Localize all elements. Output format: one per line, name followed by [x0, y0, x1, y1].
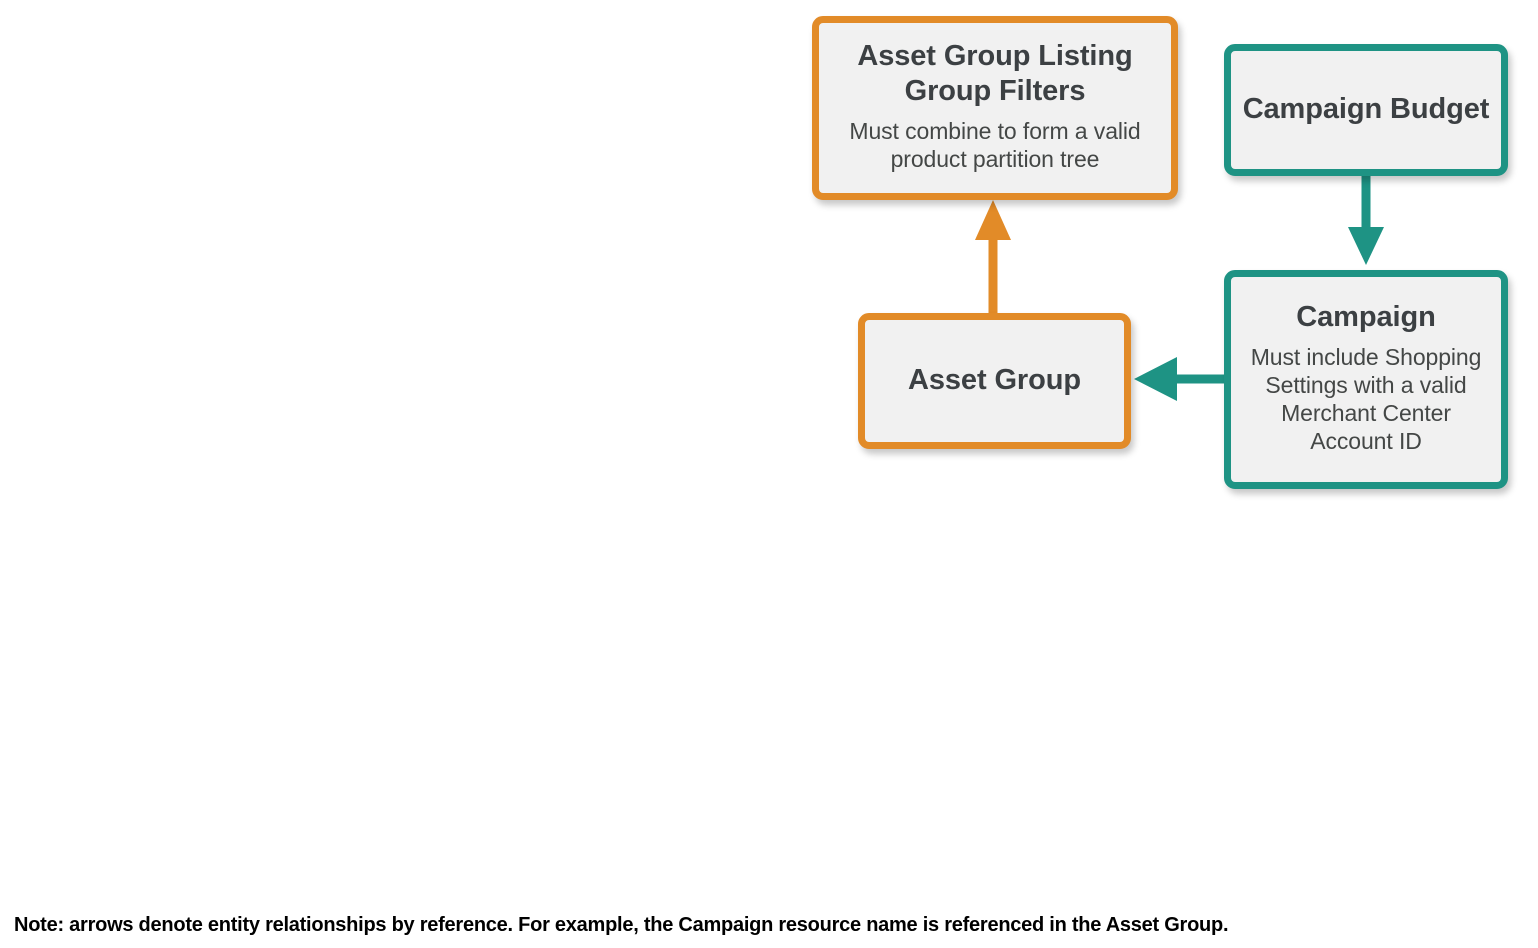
node-title: Asset Group	[908, 364, 1081, 397]
arrow-head-teal-left	[1134, 357, 1177, 401]
node-subtitle: Must combine to form a valid product par…	[849, 117, 1141, 172]
arrow-campaign-to-asset-group	[1134, 357, 1228, 401]
arrow-head-orange-up	[975, 200, 1011, 240]
node-asset-group[interactable]: Asset Group	[858, 313, 1131, 449]
node-subtitle: Must include Shopping Settings with a va…	[1250, 343, 1482, 454]
arrow-head-teal-down	[1348, 227, 1384, 265]
node-asset-group-listing-group-filters[interactable]: Asset Group Listing Group Filters Must c…	[812, 16, 1178, 200]
node-title: Asset Group Listing Group Filters	[857, 40, 1133, 108]
node-title: Campaign Budget	[1242, 93, 1490, 126]
arrow-campaign-budget-to-campaign	[1348, 172, 1384, 265]
diagram-footnote: Note: arrows denote entity relationships…	[14, 914, 1229, 936]
arrow-asset-group-to-listing-group-filters	[975, 200, 1011, 318]
node-campaign[interactable]: Campaign Must include Shopping Settings …	[1224, 270, 1508, 489]
node-campaign-budget[interactable]: Campaign Budget	[1224, 44, 1508, 176]
node-title: Campaign	[1296, 301, 1436, 334]
